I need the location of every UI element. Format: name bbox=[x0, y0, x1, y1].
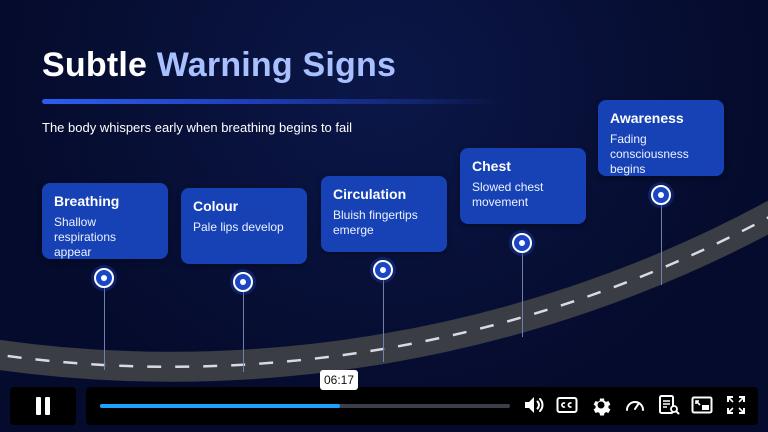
captions-button[interactable] bbox=[555, 393, 579, 417]
title-main: Subtle bbox=[42, 46, 148, 84]
speed-icon bbox=[626, 401, 644, 411]
slide-title: Subtle Warning Signs bbox=[42, 46, 396, 85]
step-card-awareness: Awareness Fading consciousness begins bbox=[598, 100, 724, 176]
pin-line bbox=[522, 253, 523, 337]
time-tooltip: 06:17 bbox=[320, 370, 358, 390]
pause-button[interactable] bbox=[10, 387, 76, 425]
step-text: Fading consciousness begins bbox=[610, 132, 689, 176]
title-accent: Warning Signs bbox=[156, 46, 397, 84]
slide-subtitle: The body whispers early when breathing b… bbox=[42, 120, 353, 135]
fullscreen-icon bbox=[727, 396, 745, 414]
step-text: Slowed chest movement bbox=[472, 180, 544, 209]
progress-fill bbox=[100, 404, 340, 408]
fullscreen-button[interactable] bbox=[724, 393, 748, 417]
timeline-pin-icon bbox=[233, 272, 253, 292]
step-heading: Circulation bbox=[333, 186, 407, 202]
pause-icon bbox=[36, 397, 41, 415]
pin-line bbox=[661, 205, 662, 285]
progress-slider[interactable] bbox=[100, 404, 510, 408]
speed-button[interactable] bbox=[623, 393, 647, 417]
step-heading: Colour bbox=[193, 198, 239, 214]
title-underline bbox=[42, 99, 502, 104]
step-heading: Breathing bbox=[54, 193, 120, 209]
volume-button[interactable] bbox=[522, 393, 546, 417]
pin-line bbox=[243, 292, 244, 372]
timeline-pin-icon bbox=[373, 260, 393, 280]
settings-button[interactable] bbox=[589, 393, 613, 417]
volume-icon bbox=[525, 397, 544, 413]
pause-icon-bar bbox=[45, 397, 50, 415]
captions-icon bbox=[556, 397, 578, 413]
transcript-button[interactable] bbox=[657, 393, 681, 417]
pip-button[interactable] bbox=[690, 393, 714, 417]
picture-in-picture-icon bbox=[691, 396, 713, 414]
timeline-pin-icon bbox=[94, 268, 114, 288]
step-heading: Chest bbox=[472, 158, 511, 174]
settings-icon bbox=[593, 398, 611, 416]
step-card-colour: Colour Pale lips develop bbox=[181, 188, 307, 264]
pin-line bbox=[383, 280, 384, 362]
pin-line bbox=[104, 288, 105, 370]
step-text: Pale lips develop bbox=[193, 220, 284, 234]
timeline-pin-icon bbox=[512, 233, 532, 253]
step-card-chest: Chest Slowed chest movement bbox=[460, 148, 586, 224]
step-card-breathing: Breathing Shallow respirations appear bbox=[42, 183, 168, 259]
step-heading: Awareness bbox=[610, 110, 684, 126]
timeline-pin-icon bbox=[651, 185, 671, 205]
transcript-icon bbox=[659, 395, 680, 415]
step-text: Shallow respirations appear bbox=[54, 215, 117, 259]
step-text: Bluish fingertips emerge bbox=[333, 208, 418, 237]
step-card-circulation: Circulation Bluish fingertips emerge bbox=[321, 176, 447, 252]
